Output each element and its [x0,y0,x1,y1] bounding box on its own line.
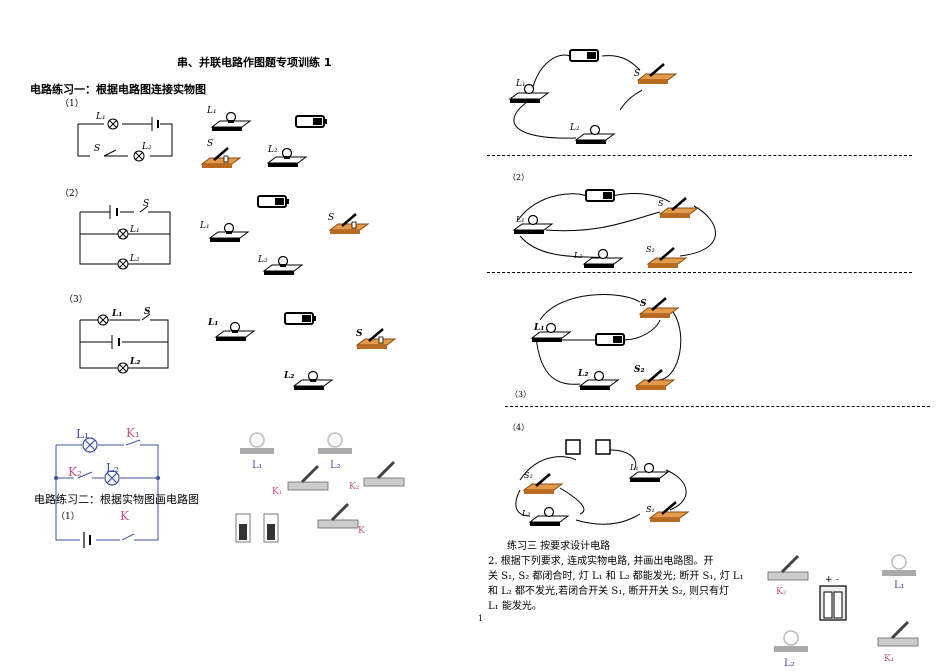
right-figures: L₁ S L₂ （2） L₁ S L₂ S₂ L₁ S L₂ S₂ （3） （4… [508,49,919,669]
svg-text:S: S [144,307,151,317]
section3-text: 2. 根据下列要求, 连成实物电路, 并画出电路图。开 关 S₁, S₂ 都闭合… [488,556,744,612]
svg-text:L₂: L₂ [573,251,583,260]
svg-text:L₁: L₁ [207,318,218,328]
k-components: L₁ L₂ K₁ K₂ K [235,432,405,543]
svg-text:K₂: K₂ [776,587,787,597]
svg-text:L₁: L₁ [95,112,106,122]
svg-text:L₁: L₁ [111,309,122,319]
svg-text:S₂: S₂ [524,471,533,480]
svg-text:L₂: L₂ [129,357,140,367]
fig2-label: （2） [60,188,84,199]
svg-text:（3）: （3） [510,390,531,399]
svg-text:K₁: K₁ [272,487,282,497]
svg-text:L₁: L₁ [533,323,544,333]
svg-text:L₁: L₁ [199,221,210,231]
svg-text:S: S [658,199,664,208]
svg-text:L₁: L₁ [206,106,217,116]
svg-text:L₁: L₁ [629,463,639,472]
svg-text:L₁: L₁ [129,225,140,235]
svg-text:（2）: （2） [508,173,529,182]
svg-text:+: + [825,575,833,585]
left-figures: （1） L₁ S L₂ L₁ S L₂ （2） S L₁ L₂ L₁ S L₂ … [54,98,405,548]
svg-text:L₁: L₁ [76,427,89,441]
svg-text:L₁: L₁ [515,215,525,224]
svg-text:L₂: L₂ [330,460,341,471]
divider [487,272,912,273]
divider [505,406,930,407]
fig3-label: （3） [64,294,88,305]
svg-text:K₁: K₁ [126,426,140,440]
page-title: 串、并联电路作图题专项训练 1 [177,56,332,69]
svg-text:S: S [640,299,647,309]
page-number: 1 [478,614,484,623]
svg-text:L₁: L₁ [252,460,263,471]
svg-text:L₂: L₂ [283,371,294,381]
svg-text:L₂: L₂ [784,658,795,669]
svg-text:L₂: L₂ [569,123,580,133]
svg-text:L₂: L₂ [257,255,268,265]
svg-text:S: S [634,69,640,79]
section2-heading: 电路练习二：根据实物图画电路图 [34,493,199,506]
svg-text:S: S [143,199,149,209]
svg-text:S₁: S₁ [646,505,655,514]
svg-text:L₂: L₂ [267,145,278,155]
svg-text:L₂: L₂ [521,509,531,518]
divider [487,155,912,156]
svg-text:S₂: S₂ [646,245,655,254]
svg-text:S: S [328,213,334,223]
svg-text:S₂: S₂ [634,365,644,375]
svg-text:（4）: （4） [508,423,529,432]
svg-text:S: S [94,144,100,154]
svg-text:L₂: L₂ [129,254,140,264]
section1-heading: 电路练习一：根据电路图连接实物图 [30,83,206,96]
svg-text:K₁: K₁ [884,654,894,664]
svg-text:K: K [358,526,365,536]
svg-text:K₂: K₂ [349,482,360,492]
svg-text:L₁: L₁ [894,580,905,591]
svg-text:L₁: L₁ [515,79,526,89]
svg-text:S: S [356,329,363,339]
svg-text:K: K [120,509,130,523]
fig1-label: （1） [60,98,84,109]
svg-text:K₂: K₂ [68,465,82,479]
svg-text:（1）: （1） [56,511,80,522]
svg-text:L₂: L₂ [141,142,152,152]
section3-heading: 练习三 按要求设计电路 [507,541,611,552]
svg-text:S: S [207,139,213,149]
svg-text:L₂: L₂ [577,369,588,379]
svg-text:-: - [836,575,839,585]
svg-text:L₂: L₂ [106,461,119,475]
